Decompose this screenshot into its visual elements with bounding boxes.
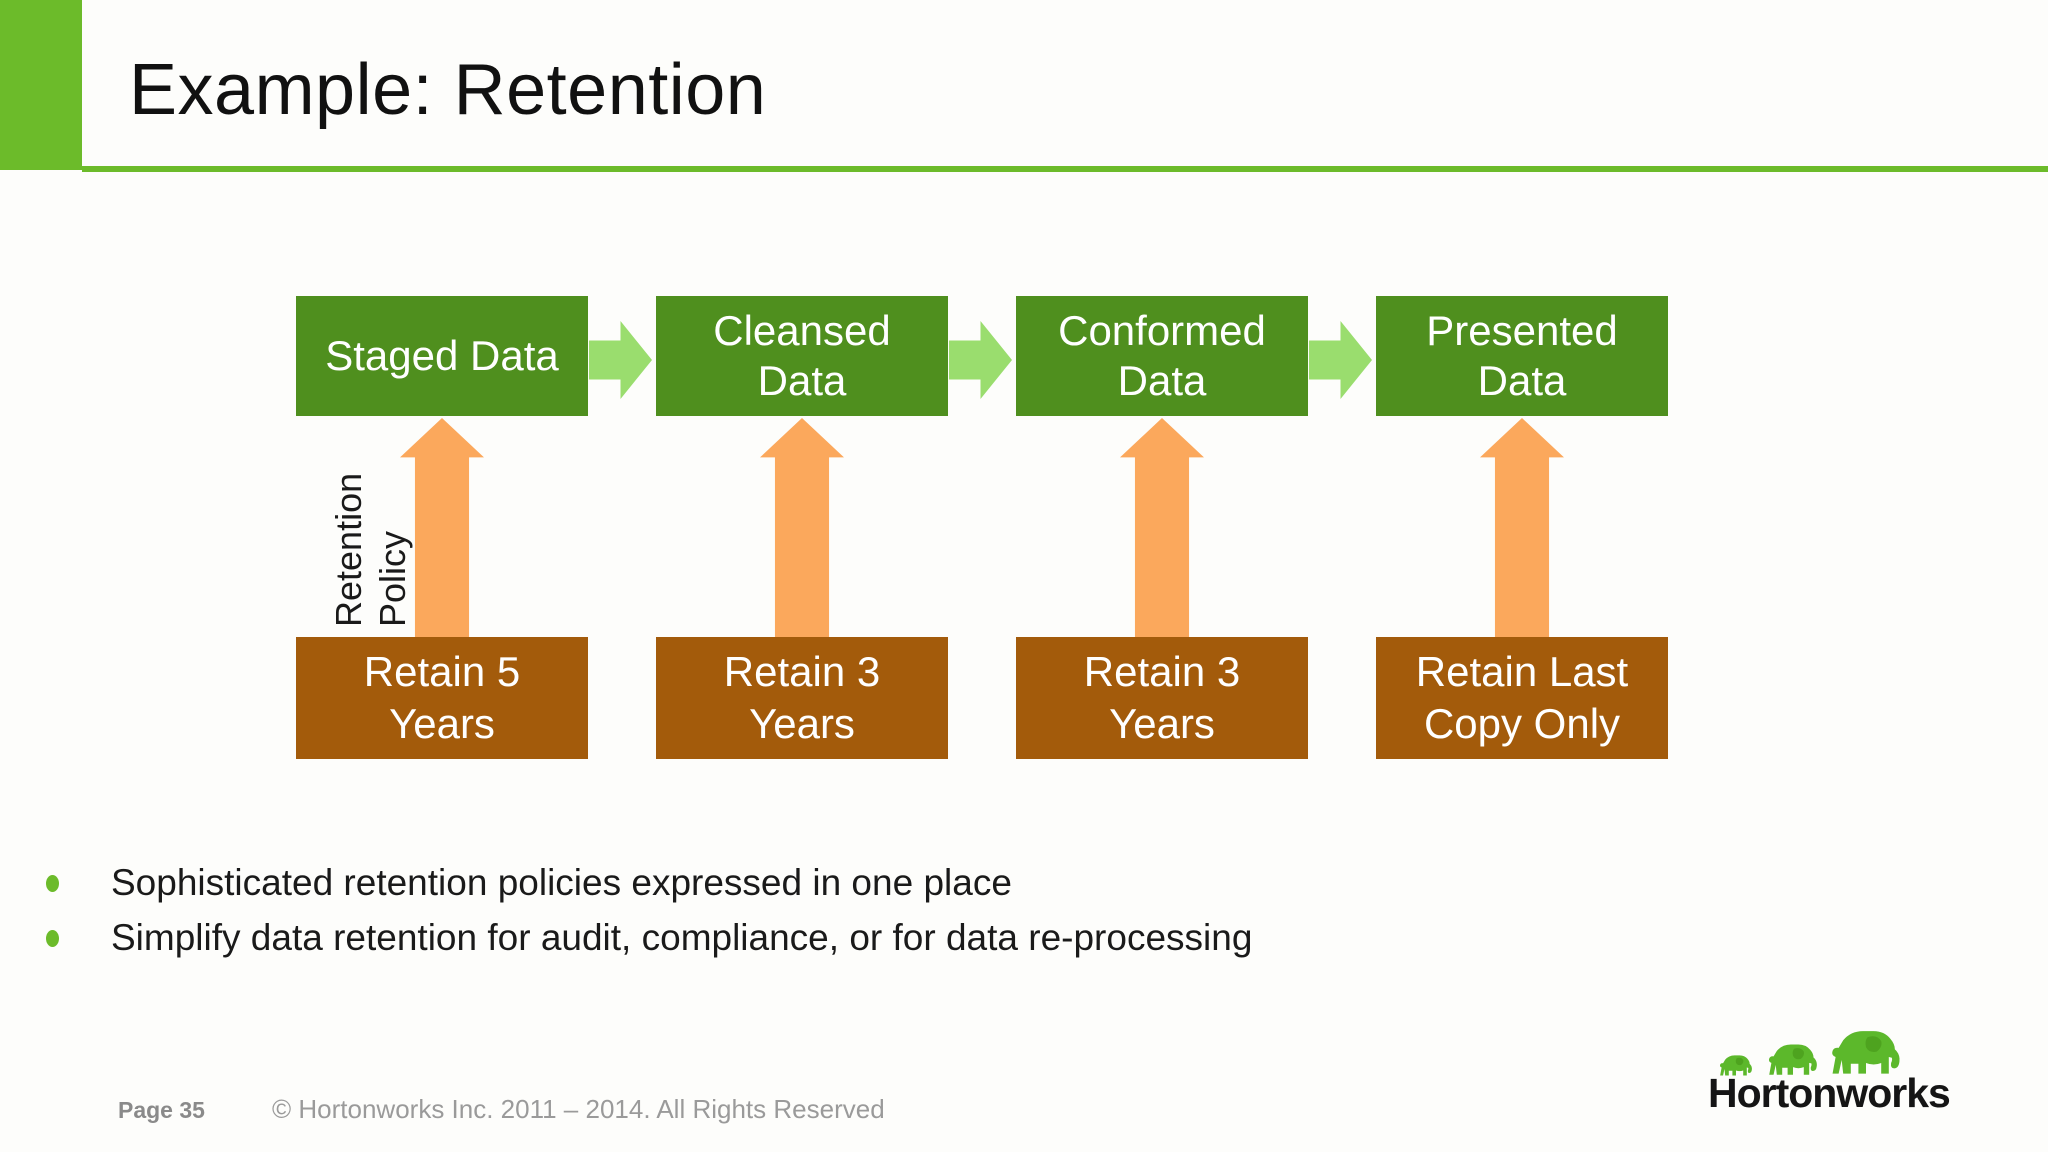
list-item: Sophisticated retention policies express… xyxy=(46,862,1252,904)
stage-box-cleansed-data: Cleansed Data xyxy=(656,296,948,416)
page-number: Page 35 xyxy=(118,1097,205,1123)
retention-policy-label: Retention Policy xyxy=(328,472,413,627)
copyright-text: © Hortonworks Inc. 2011 – 2014. All Righ… xyxy=(272,1094,885,1124)
hortonworks-wordmark: Hortonworks xyxy=(1708,1070,1951,1116)
retain-box-last-copy: Retain Last Copy Only xyxy=(1376,637,1668,759)
retain-box-5-years: Retain 5 Years xyxy=(296,637,588,759)
right-arrow-icon xyxy=(949,321,1012,399)
up-arrow-icon xyxy=(760,418,844,637)
retain-box-3-years: Retain 3 Years xyxy=(656,637,948,759)
bullet-icon xyxy=(46,930,59,947)
hortonworks-logo: Hortonworks xyxy=(1700,1018,1960,1116)
corner-accent-bar xyxy=(0,0,82,170)
bullet-text: Simplify data retention for audit, compl… xyxy=(111,917,1253,958)
bullet-text: Sophisticated retention policies express… xyxy=(111,862,1012,903)
list-item: Simplify data retention for audit, compl… xyxy=(46,917,1252,959)
title-divider xyxy=(82,166,2048,172)
elephant-icons xyxy=(1719,1031,1900,1076)
right-arrow-icon xyxy=(589,321,652,399)
bullet-list: Sophisticated retention policies express… xyxy=(46,862,1252,972)
page-title: Example: Retention xyxy=(129,50,767,130)
retain-box-3-years: Retain 3 Years xyxy=(1016,637,1308,759)
stage-box-conformed-data: Conformed Data xyxy=(1016,296,1308,416)
stage-box-presented-data: Presented Data xyxy=(1376,296,1668,416)
up-arrow-icon xyxy=(1120,418,1204,637)
right-arrow-icon xyxy=(1309,321,1372,399)
stage-box-staged-data: Staged Data xyxy=(296,296,588,416)
up-arrow-icon xyxy=(1480,418,1564,637)
elephant-icon xyxy=(1832,1031,1900,1074)
bullet-icon xyxy=(46,875,59,892)
